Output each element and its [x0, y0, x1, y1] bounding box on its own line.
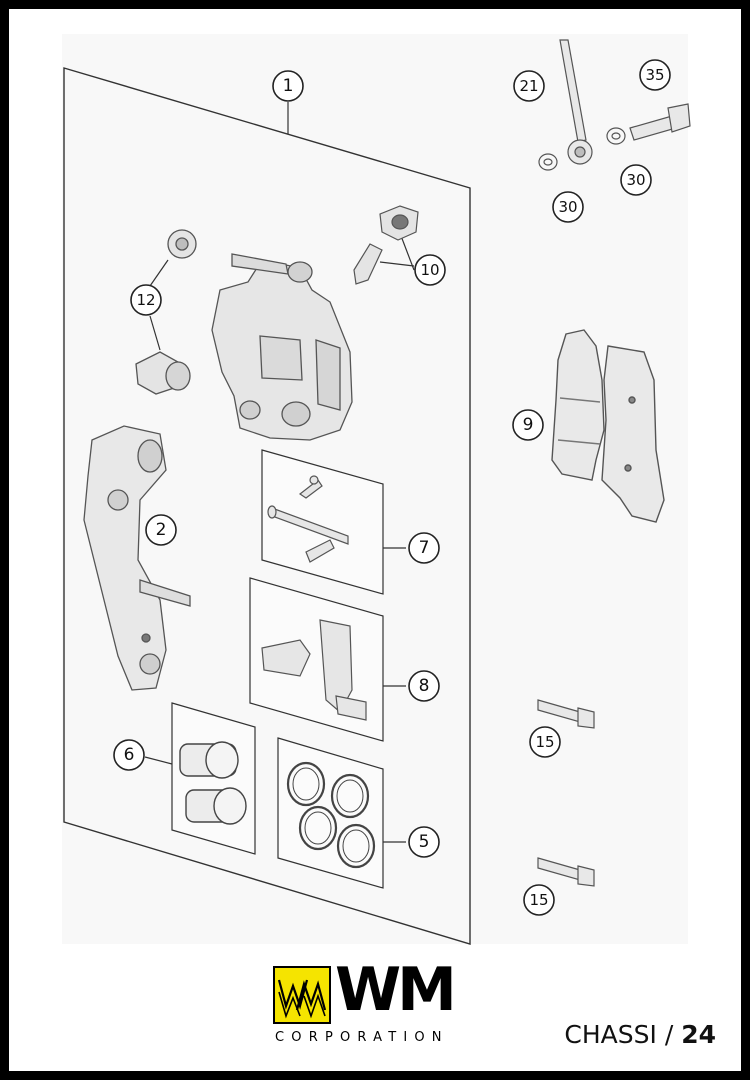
callout-15-upper: 15: [535, 733, 554, 751]
brake-pads-9: [551, 329, 665, 523]
assembly-box: [63, 67, 471, 945]
kit-box-7: [261, 449, 384, 595]
brand-wordmark: WM: [335, 955, 457, 1025]
callout-1: 1: [283, 76, 294, 96]
banjo-bolt-35: [629, 103, 691, 141]
callout-5: 5: [419, 832, 430, 852]
page-footer: CHASSI / 24: [564, 1020, 716, 1049]
bleeder-10: [353, 205, 419, 285]
callout-6: 6: [124, 745, 135, 765]
caliper-body: [211, 253, 353, 441]
bolts-15: [537, 699, 595, 887]
caliper-bracket-2: [83, 425, 191, 691]
callout-12: 12: [136, 291, 155, 309]
brand-emblem-icon: [273, 966, 331, 1024]
pistons-6: [179, 741, 247, 825]
callout-15-lower: 15: [529, 891, 548, 909]
brand-tagline: CORPORATION: [275, 1030, 449, 1045]
callout-10: 10: [420, 261, 439, 279]
brake-hose-21: [559, 39, 593, 165]
callout-8: 8: [419, 676, 430, 696]
callout-circles: [113, 59, 671, 916]
kit-box-6: [171, 702, 256, 855]
section-label: CHASSI /: [564, 1020, 682, 1049]
callout-35: 35: [645, 66, 664, 84]
callout-30-left: 30: [558, 198, 577, 216]
page-number: 24: [681, 1020, 716, 1049]
callout-2: 2: [156, 520, 167, 540]
spring-kit-8: [261, 619, 367, 721]
callout-7: 7: [419, 538, 430, 558]
callout-9: 9: [523, 415, 534, 435]
bushing-12: [135, 229, 197, 395]
brand-logo: WM CORPORATION: [273, 960, 483, 1050]
washers-30: [538, 127, 626, 171]
pin-kit-7: [267, 475, 349, 563]
seals-5: [286, 761, 376, 869]
callout-30-right: 30: [626, 171, 645, 189]
callout-21: 21: [519, 77, 538, 95]
